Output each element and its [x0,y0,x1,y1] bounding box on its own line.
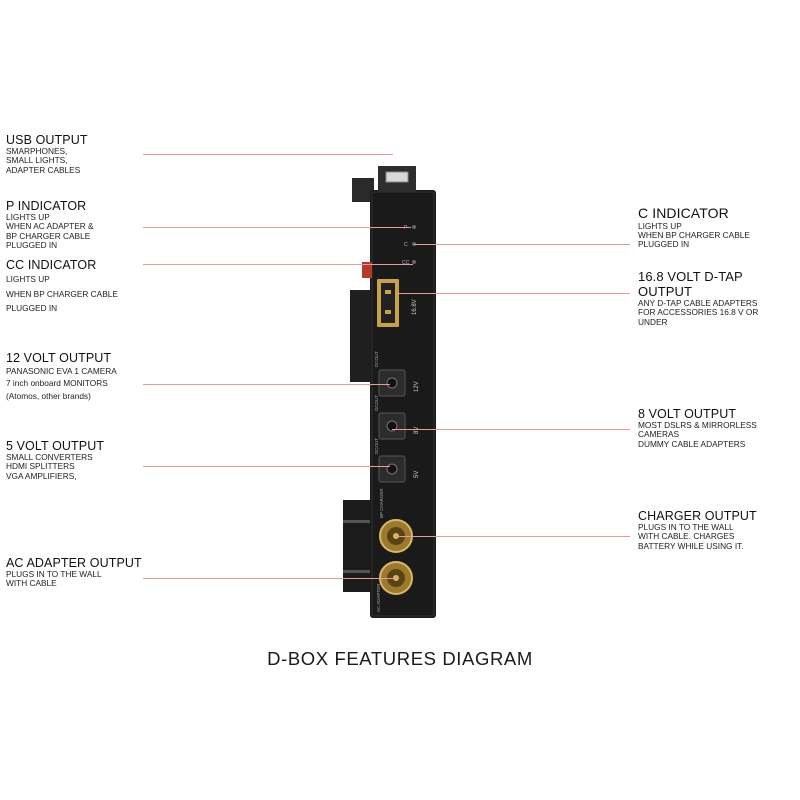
callout-desc-line: SMALL LIGHTS, [6,155,68,166]
callout-desc-line: DUMMY CABLE ADAPTERS [638,438,746,449]
callout-desc-line: VGA AMPLIFIERS, [6,470,77,481]
callout-desc-line: SMALL CONVERTERS [6,452,93,462]
callout-title: C INDICATOR [638,205,729,221]
leader-p-indicator [143,227,411,228]
leader-charger [396,536,630,537]
label-dcout-3: DCOUT [374,438,379,454]
callout-title: USB OUTPUT [6,133,88,147]
leader-ac-adapter [143,578,396,579]
callout-12-volt-output: 12 VOLT OUTPUT PANASONIC EVA 1 CAMERA 7 … [6,351,117,402]
callout-title: 8 VOLT OUTPUT [638,407,737,421]
callout-desc-line: LIGHTS UP [638,220,682,231]
callout-desc-line: UNDER [638,316,668,327]
callout-desc-line: PLUGGED IN [6,239,58,250]
callout-usb-output: USB OUTPUT SMARPHONES, SMALL LIGHTS, ADA… [6,133,88,175]
callout-title: CC INDICATOR [6,258,97,272]
callout-p-indicator: P INDICATOR LIGHTS UP WHEN AC ADAPTER & … [6,199,94,250]
callout-desc-line: LIGHTS UP [6,274,50,284]
callout-8-volt-output: 8 VOLT OUTPUT MOST DSLRS & MIRRORLESS CA… [638,407,757,449]
callout-desc-line: PLUGS IN TO THE WALL [6,569,102,579]
device-body [370,190,436,618]
callout-desc-line: PLUGGED IN [638,239,690,250]
leader-c-indicator [414,244,630,245]
leader-16-8v [398,293,630,294]
label-led-p: P [404,225,408,231]
label-dtap: 16.8V [412,299,418,315]
leader-12v [143,384,390,385]
label-dcout-1: DCOUT [374,351,379,367]
callout-desc-line: BP CHARGER CABLE [6,230,91,241]
callout-desc-line: WITH CABLE [6,578,57,589]
callout-16-8-volt-dtap-output: 16.8 VOLT D-TAP OUTPUT ANY D-TAP CABLE A… [638,269,800,327]
callout-desc-line: WHEN BP CHARGER CABLE [6,288,118,299]
callout-desc-line: PANASONIC EVA 1 CAMERA [6,366,117,376]
callout-c-indicator: C INDICATOR LIGHTS UP WHEN BP CHARGER CA… [638,205,750,250]
label-ac-adapter: AC ADAPTER [376,583,381,612]
led-cc-icon [412,260,416,264]
callout-desc-line: ANY D-TAP CABLE ADAPTERS [638,298,758,309]
callout-desc-line: CAMERAS [638,429,680,440]
label-12v: 12V [414,381,420,392]
label-8v: 8V [414,427,420,434]
callout-desc-line: HDMI SPLITTERS [6,461,75,472]
callout-desc-line: ADAPTER CABLES [6,164,81,175]
side-mount-upper [350,290,372,382]
leader-usb [143,154,393,155]
callout-desc-line: WITH CABLE. CHARGES [638,531,735,542]
callout-5-volt-output: 5 VOLT OUTPUT SMALL CONVERTERS HDMI SPLI… [6,439,104,481]
callout-ac-adapter-output: AC ADAPTER OUTPUT PLUGS IN TO THE WALL W… [6,556,142,589]
side-mount-lower [343,500,373,592]
label-bp-charger: BP CHARGER [379,488,384,518]
usb-port [385,171,409,183]
callout-desc-line: FOR ACCESSORIES 16.8 V OR [638,307,759,318]
callout-desc-line: LIGHTS UP [6,212,50,222]
side-tab-top [352,178,374,202]
label-5v: 5V [414,471,420,478]
callout-desc-line: WHEN BP CHARGER CABLE [638,229,750,240]
callout-desc-line: (Atomos, other brands) [6,390,91,401]
callout-desc-line: WHEN AC ADAPTER & [6,221,94,232]
callout-desc-line: PLUGGED IN [6,303,58,314]
diagram-caption: D-BOX FEATURES DIAGRAM [267,648,533,669]
label-dcout-2: DCOUT [374,395,379,411]
callout-desc-line: SMARPHONES, [6,146,68,156]
leader-cc-indicator [143,264,413,265]
callout-desc-line: 7 inch onboard MONITORS [6,378,108,389]
leader-5v [143,466,390,467]
callout-title: 16.8 VOLT D-TAP OUTPUT [638,269,743,299]
led-p-icon [412,225,416,229]
callout-desc-line: BATTERY WHILE USING IT. [638,540,744,551]
callout-title: 12 VOLT OUTPUT [6,351,112,365]
label-led-c: C [404,242,408,248]
callout-title: CHARGER OUTPUT [638,509,757,523]
callout-title: 5 VOLT OUTPUT [6,439,105,453]
label-led-cc: CC [402,260,410,266]
leader-8v [392,429,630,430]
callout-desc-line: MOST DSLRS & MIRRORLESS [638,420,757,430]
callout-title: AC ADAPTER OUTPUT [6,556,142,570]
release-tab [362,262,372,278]
callout-title: P INDICATOR [6,199,87,213]
callout-cc-indicator: CC INDICATOR LIGHTS UP WHEN BP CHARGER C… [6,258,118,316]
callout-charger-output: CHARGER OUTPUT PLUGS IN TO THE WALL WITH… [638,509,757,551]
callout-desc-line: PLUGS IN TO THE WALL [638,522,734,532]
